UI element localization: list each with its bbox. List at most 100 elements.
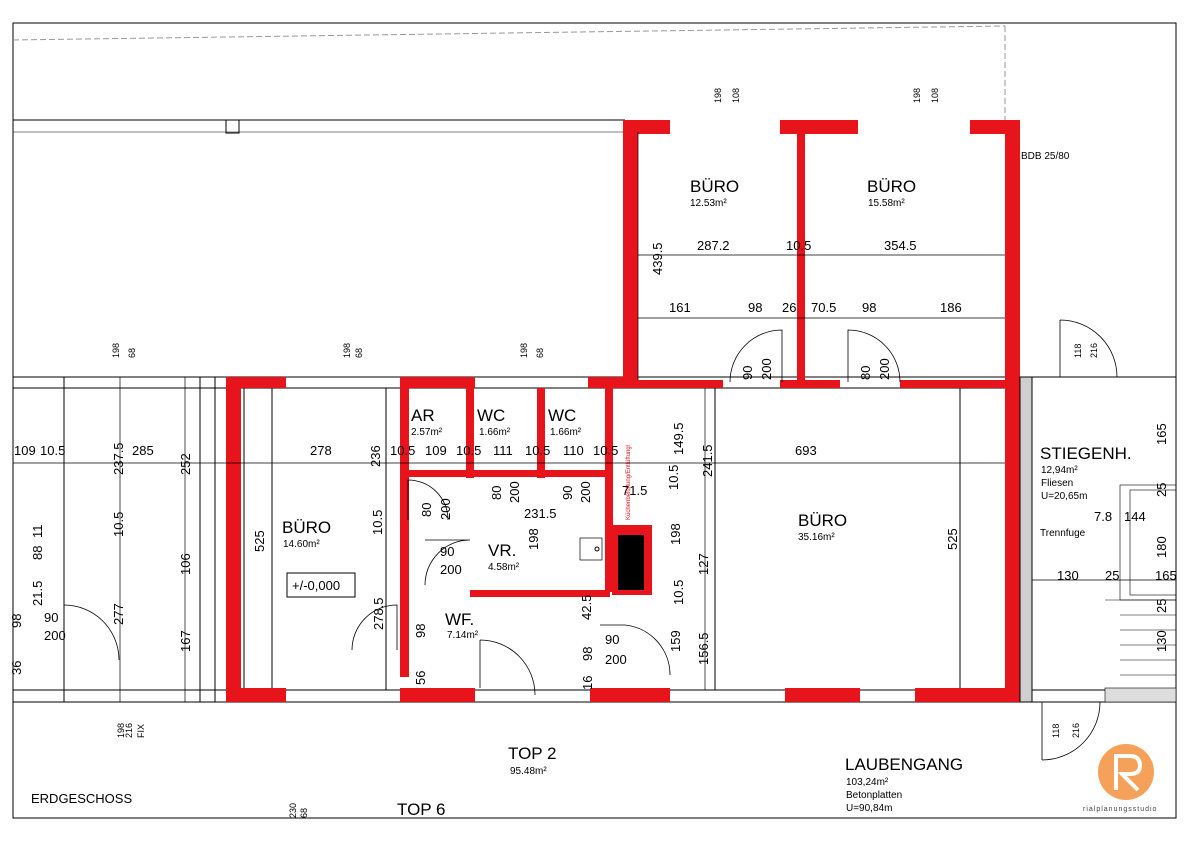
door-label-7: 200 bbox=[507, 481, 522, 503]
wall-left-top bbox=[226, 377, 286, 388]
window_mark-label-16: FIX bbox=[136, 724, 146, 738]
brand-logo bbox=[1098, 744, 1154, 800]
wall-core-bottom bbox=[400, 688, 475, 702]
dim-label-24: 149.5 bbox=[671, 422, 686, 455]
room-wf-area: 7.14m² bbox=[447, 630, 479, 641]
room-wc-2-area: 1.66m² bbox=[550, 427, 582, 438]
dim-label-25: 241.5 bbox=[700, 444, 715, 477]
wall-upper-bottom-2 bbox=[780, 380, 840, 388]
room-buero-1: BÜRO bbox=[690, 177, 739, 196]
wall-right-bottom bbox=[785, 688, 860, 702]
dim-label-60: 11 bbox=[30, 525, 45, 539]
door-label-11: 200 bbox=[440, 562, 462, 577]
dim-label-23: 10.5 bbox=[593, 443, 618, 458]
dim-label-58: 130 bbox=[1154, 630, 1169, 652]
window_mark-label-11: 216 bbox=[1089, 343, 1099, 358]
dim-label-6: 26 bbox=[782, 300, 796, 315]
sink-drain bbox=[594, 546, 600, 552]
room-stiegenhaus-area: 12,94m² bbox=[1041, 465, 1078, 476]
dim-label-7: 70.5 bbox=[811, 300, 836, 315]
room-vr: VR. bbox=[488, 541, 516, 560]
kitchen-shaft-black bbox=[618, 535, 644, 590]
dim-label-45: 98 bbox=[580, 647, 595, 661]
window_mark-label-18: 68 bbox=[299, 808, 309, 818]
room-buero-2: BÜRO bbox=[867, 177, 916, 196]
dim-label-43: 10.5 bbox=[671, 580, 686, 605]
wall-core-bottom-2 bbox=[590, 688, 670, 702]
dim-label-28: 71.5 bbox=[622, 483, 647, 498]
dim-label-13: 237.5 bbox=[111, 442, 126, 475]
room-stiegenhaus: STIEGENH. bbox=[1040, 444, 1132, 463]
dim-label-26: 693 bbox=[795, 443, 817, 458]
window_mark-label-10: 118 bbox=[1073, 344, 1083, 358]
wall-upper-bottom-1 bbox=[623, 380, 723, 388]
dim-label-46: 16 bbox=[580, 676, 595, 690]
dim-label-44: 42.5 bbox=[579, 595, 594, 620]
stair bbox=[1104, 484, 1177, 703]
window_mark-label-4: 198 bbox=[111, 343, 121, 358]
door-label-8: 90 bbox=[560, 486, 575, 500]
label-laubengang-u: U=90,84m bbox=[846, 803, 892, 814]
dim-label-15: 278 bbox=[310, 443, 332, 458]
wall-upper-top-2 bbox=[780, 120, 858, 134]
room-stiegenhaus-floor: Fliesen bbox=[1041, 478, 1073, 489]
window_mark-label-3: 108 bbox=[930, 88, 940, 103]
label-laubengang-area: 103,24m² bbox=[846, 777, 889, 788]
dim-label-56: 165 bbox=[1155, 568, 1177, 583]
dim-label-3: 439.5 bbox=[650, 242, 665, 275]
dim-label-40: 56 bbox=[413, 671, 428, 685]
dim-label-18: 109 bbox=[425, 443, 447, 458]
window_mark-label-8: 198 bbox=[519, 343, 529, 358]
dim-label-17: 10.5 bbox=[390, 443, 415, 458]
wall-upper-left bbox=[623, 120, 638, 388]
column-marker bbox=[225, 119, 240, 134]
door-label-3: 200 bbox=[877, 358, 892, 380]
dim-label-1: 10.5 bbox=[786, 238, 811, 253]
dim-label-52: 144 bbox=[1124, 509, 1146, 524]
room-buero-4-area: 35.16m² bbox=[798, 532, 835, 543]
wall-upper-top-1 bbox=[623, 120, 670, 134]
window_mark-label-6: 198 bbox=[342, 343, 352, 358]
brand-logo-r-icon bbox=[1114, 754, 1143, 792]
dim-label-0: 287.2 bbox=[697, 238, 730, 253]
wall-core-mid bbox=[408, 470, 608, 477]
wall-core-top-2 bbox=[588, 377, 628, 388]
room-wc-2: WC bbox=[548, 406, 576, 425]
doors bbox=[63, 319, 1118, 761]
window_mark-label-5: 68 bbox=[127, 348, 137, 358]
dim-label-19: 10.5 bbox=[456, 443, 481, 458]
door-label-0: 90 bbox=[740, 366, 755, 380]
dim-label-33: 525 bbox=[945, 528, 960, 550]
door-label-10: 90 bbox=[440, 544, 454, 559]
dim-label-62: 98 bbox=[9, 614, 24, 628]
dim-label-30: 198 bbox=[526, 528, 541, 550]
dim-label-20: 111 bbox=[493, 443, 513, 458]
label-vertical-note: Küchenbelüftung/Entlüftung! bbox=[626, 444, 632, 520]
room-stiegenhaus-u: U=20,65m bbox=[1041, 491, 1087, 502]
brand-text: rialplanungsstudio bbox=[1083, 806, 1157, 813]
room-buero-1-area: 12.53m² bbox=[690, 198, 727, 209]
room-ar: AR bbox=[411, 406, 435, 425]
wall-right-bottom-2 bbox=[915, 688, 1020, 702]
dim-label-14: 252 bbox=[178, 453, 193, 475]
dim-label-55: 25 bbox=[1105, 568, 1119, 583]
dim-label-21: 10.5 bbox=[525, 443, 550, 458]
dim-label-5: 98 bbox=[748, 300, 762, 315]
dim-label-11: 10.5 bbox=[40, 443, 65, 458]
dim-label-8: 98 bbox=[862, 300, 876, 315]
wall-core-left bbox=[400, 377, 409, 677]
wall-core-ar bbox=[466, 388, 474, 478]
dim-label-38: 278.5 bbox=[371, 597, 386, 630]
room-ar-area: 2.57m² bbox=[411, 427, 443, 438]
dim-label-51: 7.8 bbox=[1094, 509, 1112, 524]
level-box bbox=[286, 572, 356, 598]
wall-core-wc bbox=[537, 388, 545, 478]
label-laubengang-floor: Betonplatten bbox=[846, 790, 902, 801]
window_mark-label-13: 216 bbox=[1071, 723, 1081, 738]
wall-core-wc2 bbox=[605, 377, 613, 592]
dim-label-49: 165 bbox=[1154, 423, 1169, 445]
window_mark-label-0: 198 bbox=[713, 88, 723, 103]
